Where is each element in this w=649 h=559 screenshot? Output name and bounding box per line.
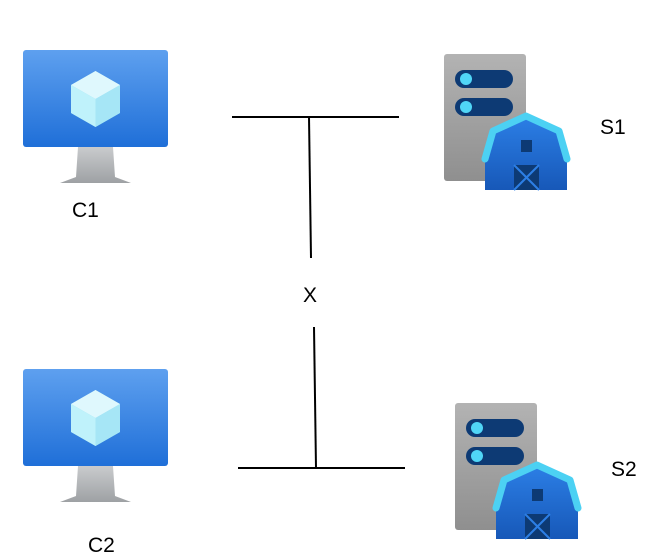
server-s2-label: S2	[611, 458, 637, 481]
server-s1-barn-icon	[444, 54, 567, 190]
client-c1-monitor-icon	[23, 50, 168, 183]
server-s2-barn-icon	[455, 403, 578, 539]
link-top-stub	[308, 116, 312, 259]
client-c2-monitor-icon	[23, 369, 168, 502]
client-c2-label: C2	[88, 534, 115, 557]
server-s1-label: S1	[600, 116, 626, 139]
link-break-label: X	[303, 284, 318, 307]
link-bottom-stub	[313, 326, 317, 469]
client-c1-label: C1	[72, 199, 99, 222]
